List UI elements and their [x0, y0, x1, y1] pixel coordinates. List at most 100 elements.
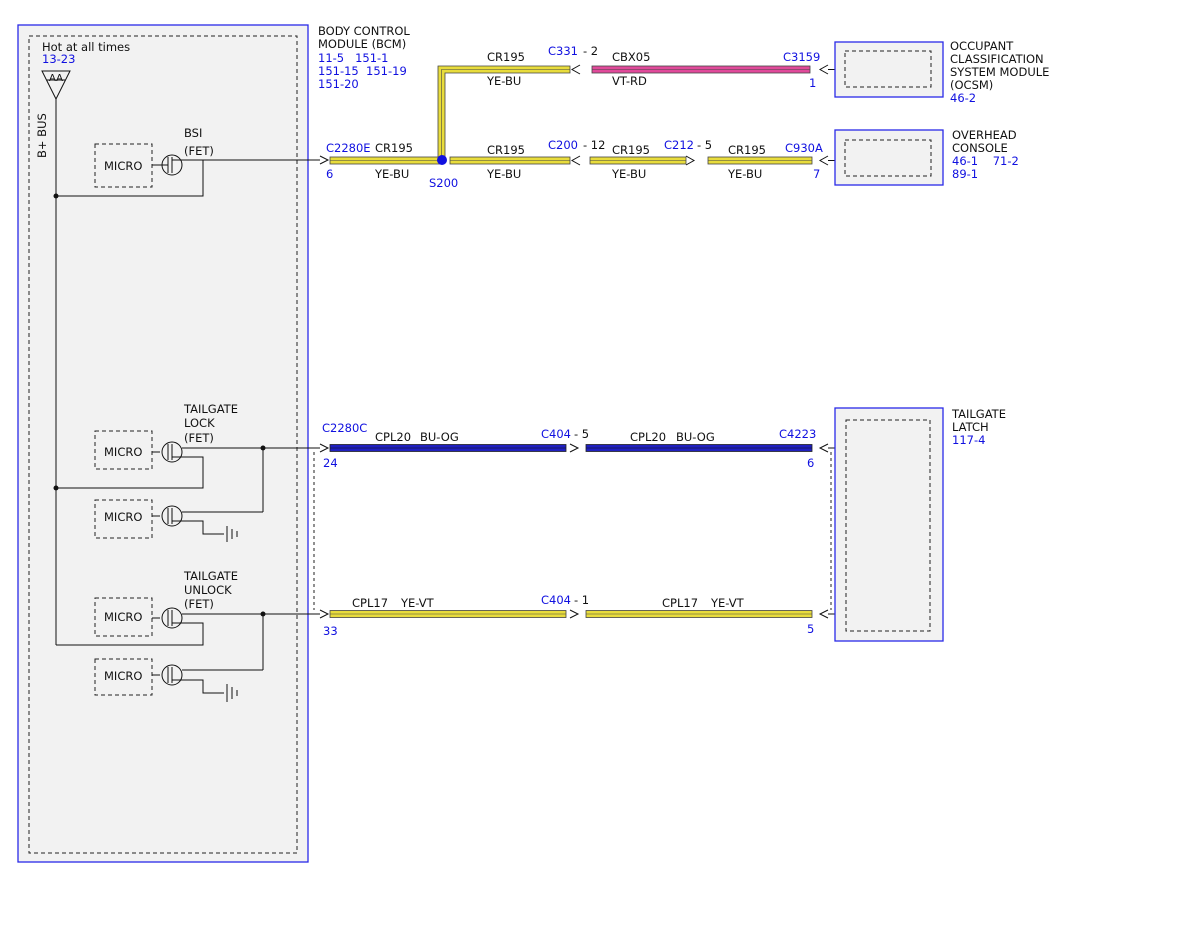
overhead-title-1: OVERHEAD	[952, 128, 1017, 142]
pin-c331: - 2	[583, 44, 598, 58]
wire-label: CR195	[487, 50, 525, 64]
wire-color: BU-OG	[420, 430, 459, 444]
wire-label: CPL20	[630, 430, 666, 444]
micro-label: MICRO	[104, 159, 142, 173]
overhead-ref-1[interactable]: 46-1 71-2	[952, 154, 1019, 168]
micro-label: MICRO	[104, 510, 142, 524]
wire-label: CR195	[612, 143, 650, 157]
b-plus-bus-label: B+ BUS	[35, 113, 49, 158]
wire-color: YE-BU	[374, 167, 409, 181]
fuse-tag: AA	[49, 73, 63, 84]
wire-label: CPL17	[662, 596, 698, 610]
ocsm-title-3: SYSTEM MODULE	[950, 65, 1049, 79]
connector-c404a[interactable]: C404	[541, 427, 571, 441]
wire-color: YE-BU	[486, 167, 521, 181]
connector-c200[interactable]: C200	[548, 138, 578, 152]
wire-color: YE-VT	[400, 596, 435, 610]
connector-arrow-icon	[569, 443, 580, 453]
bcm-refs-1[interactable]: 11-5 151-1	[318, 51, 388, 65]
pin-c4223: 6	[807, 456, 814, 470]
bsi-fet-label: (FET)	[184, 144, 214, 158]
connector-c2280c[interactable]: C2280C	[322, 421, 367, 435]
bcm-title-1: BODY CONTROL	[318, 24, 410, 38]
wire-cr195-s200[interactable]	[449, 156, 571, 165]
splice-label: S200	[429, 176, 458, 190]
lock-label-3: (FET)	[184, 431, 214, 445]
wire-label: CPL20	[375, 430, 411, 444]
wire-label: CR195	[487, 143, 525, 157]
wire-label: CR195	[728, 143, 766, 157]
micro-box-unlock	[94, 597, 153, 637]
latch-ref[interactable]: 117-4	[952, 433, 985, 447]
wire-cr195-c200[interactable]	[589, 156, 687, 165]
connector-arrow-icon	[818, 155, 829, 166]
bsi-label: BSI	[184, 126, 202, 140]
ocsm-module[interactable]	[834, 41, 944, 98]
connector-arrow-icon	[319, 443, 330, 453]
pin-c2280e: 6	[326, 167, 333, 181]
wire-cpl20-a[interactable]	[329, 444, 567, 452]
micro-label: MICRO	[104, 610, 142, 624]
wire-label: CPL17	[352, 596, 388, 610]
ground-icon	[226, 684, 238, 702]
connector-c930a[interactable]: C930A	[785, 141, 823, 155]
wire-cr195-bcm[interactable]	[329, 156, 443, 165]
wire-label: CBX05	[612, 50, 650, 64]
connector-arrow-icon	[569, 609, 580, 619]
bcm-refs-3[interactable]: 151-20	[318, 77, 359, 91]
unlock-label-2: UNLOCK	[184, 583, 232, 597]
unlock-label-1: TAILGATE	[183, 569, 238, 583]
lock-bus-wire	[56, 456, 204, 489]
connector-c404b[interactable]: C404	[541, 593, 571, 607]
connector-arrow-icon	[818, 443, 829, 453]
pin-c200: - 12	[583, 138, 605, 152]
ocsm-ref[interactable]: 46-2	[950, 91, 976, 105]
hot-at-all-times-label: Hot at all times	[42, 40, 130, 54]
unlock-label-3: (FET)	[184, 597, 214, 611]
fuse-triangle-icon	[41, 70, 71, 101]
pin-c2280c-b: 33	[323, 624, 338, 638]
connector-c3159[interactable]: C3159	[783, 50, 820, 64]
overhead-console-module[interactable]	[834, 129, 944, 186]
latch-title-2: LATCH	[952, 420, 989, 434]
overhead-ref-2[interactable]: 89-1	[952, 167, 978, 181]
fet-icon	[161, 441, 183, 463]
connector-c4223[interactable]: C4223	[779, 427, 816, 441]
pin-c2280c: 24	[323, 456, 338, 470]
unlock-bus-wire	[56, 622, 204, 646]
micro-box-lock-ground	[94, 499, 153, 539]
hot-ref[interactable]: 13-23	[42, 52, 75, 66]
splice-s200[interactable]	[437, 155, 447, 165]
wire-cpl17-a[interactable]	[329, 610, 567, 618]
connector-c2280e[interactable]: C2280E	[326, 141, 371, 155]
bcm-module[interactable]	[17, 24, 309, 863]
bcm-title-2: MODULE (BCM)	[318, 37, 406, 51]
wire-cr195-c212[interactable]	[707, 156, 813, 165]
connector-c331[interactable]: C331	[548, 44, 578, 58]
micro-label: MICRO	[104, 669, 142, 683]
bcm-refs-2[interactable]: 151-15 151-19	[318, 64, 407, 78]
micro-box-unlock-ground	[94, 658, 153, 696]
wire-cpl20-b[interactable]	[585, 444, 813, 452]
wire-label: CR195	[375, 141, 413, 155]
lock-label-1: TAILGATE	[183, 402, 238, 416]
ocsm-title-4: (OCSM)	[950, 78, 993, 92]
fet-icon	[161, 505, 183, 527]
pin-c212: - 5	[697, 138, 712, 152]
connector-arrow-icon	[570, 64, 581, 75]
micro-label: MICRO	[104, 445, 142, 459]
wire-color: YE-BU	[486, 74, 521, 88]
ground-icon	[226, 526, 238, 542]
micro-box-lock	[94, 430, 153, 470]
connector-arrow-icon	[570, 155, 581, 166]
tailgate-latch-module[interactable]	[834, 407, 944, 642]
wire-cbx05[interactable]	[591, 65, 811, 74]
latch-title-1: TAILGATE	[951, 407, 1006, 421]
pin-latch-5: 5	[807, 622, 814, 636]
connector-c212[interactable]: C212	[664, 138, 694, 152]
wire-cpl17-b[interactable]	[585, 610, 813, 618]
wire-color: YE-BU	[611, 167, 646, 181]
overhead-title-2: CONSOLE	[952, 141, 1008, 155]
pin-c930a: 7	[813, 167, 820, 181]
